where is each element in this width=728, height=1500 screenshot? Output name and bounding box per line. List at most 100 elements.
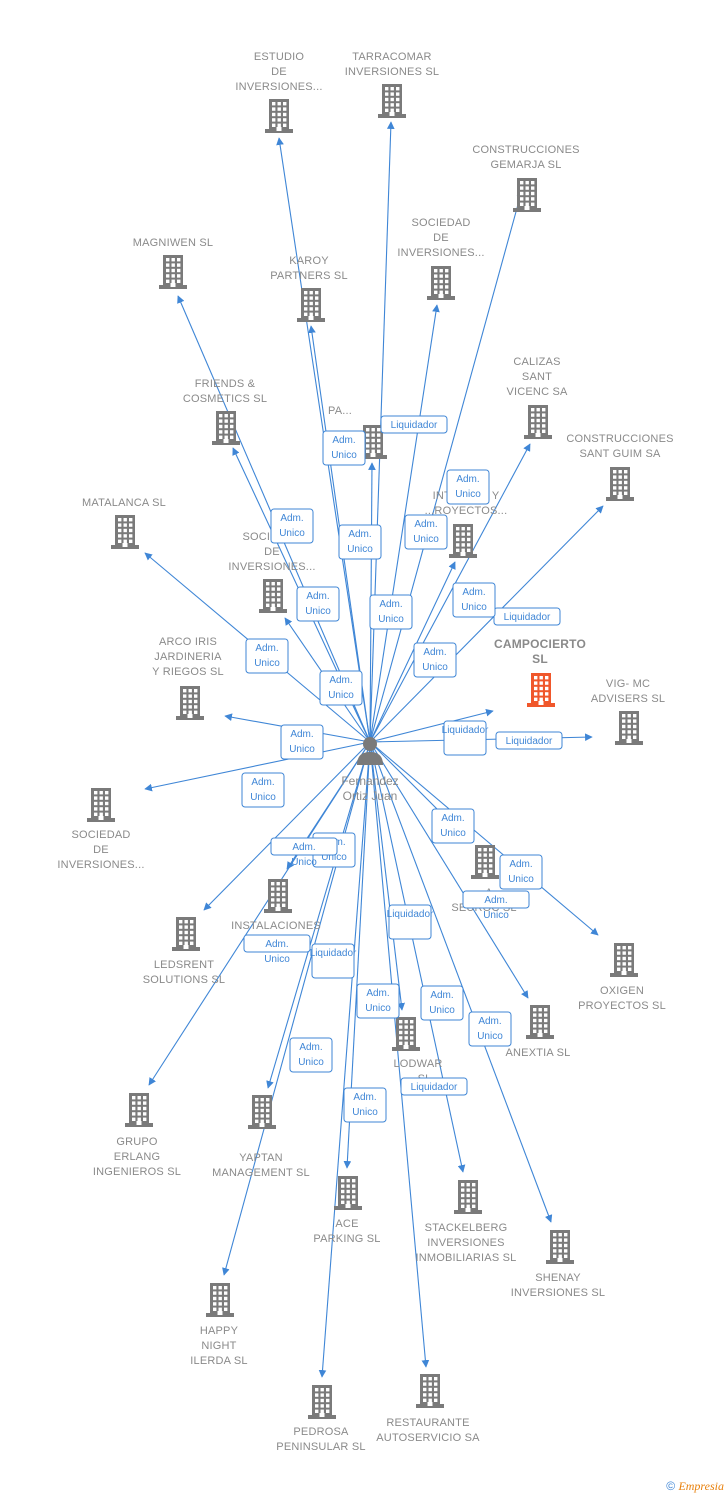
role-badge-liquidador: Liquidador xyxy=(442,720,489,756)
badge-text: Adm. xyxy=(299,1042,322,1053)
badges: Adm.UnicoLiquidadorAdm.UnicoAdm.UnicoAdm… xyxy=(241,415,563,1123)
node-label-line: INSTALACIONES xyxy=(231,920,321,932)
badge-text: Unico xyxy=(461,602,487,613)
badge-text: Liquidador xyxy=(310,948,357,959)
edge-to-construcciones-sant-guim xyxy=(369,505,604,743)
node-anextia[interactable]: ANEXTIA SL xyxy=(506,1005,571,1059)
badge-text: Unico xyxy=(483,910,509,921)
badge-text: Adm. xyxy=(280,513,303,524)
node-estudio-inversiones[interactable]: ESTUDIODEINVERSIONES... xyxy=(235,51,322,133)
node-sociedad-inversiones-left[interactable]: SOCIEDADDEINVERSIONES... xyxy=(57,788,144,871)
node-friends-cosmetics[interactable]: FRIENDS &COSMETICS SL xyxy=(183,378,267,445)
badge-text: Adm. xyxy=(478,1016,501,1027)
badge-text: Unico xyxy=(264,954,290,965)
badge-text: Unico xyxy=(365,1003,391,1014)
building-icon xyxy=(87,788,115,822)
building-icon xyxy=(264,879,292,913)
badge-text: Unico xyxy=(289,744,315,755)
badge-text: Unico xyxy=(298,1057,324,1068)
building-icon xyxy=(378,84,406,118)
node-label-line: LEDSRENT xyxy=(154,959,214,971)
badge-text: Liquidador xyxy=(442,725,489,736)
node-label-line: Y RIEGOS SL xyxy=(152,666,224,678)
node-label-line: NIGHT xyxy=(201,1340,236,1352)
role-badge-adm-unico: Adm. Unico xyxy=(343,1087,387,1123)
node-ledsrent[interactable]: LEDSRENT SOLUTIONS SL xyxy=(143,917,225,986)
node-label-line: ACE xyxy=(335,1218,358,1230)
building-icon xyxy=(111,515,139,549)
node-label-line: SANT xyxy=(522,371,552,383)
node-label-line: TARRACOMAR xyxy=(352,51,431,63)
badge-text: Adm. xyxy=(353,1092,376,1103)
node-label-line: FRIENDS & xyxy=(195,378,256,390)
building-icon xyxy=(454,1180,482,1214)
node-label-line: ERLANG xyxy=(114,1151,160,1163)
badge-text: Unico xyxy=(508,874,534,885)
badge-text: Adm. xyxy=(441,813,464,824)
badge-text: Adm. xyxy=(290,729,313,740)
role-badge-adm-unico: Adm.Unico xyxy=(319,670,363,706)
role-badge-adm-unico: Adm. Unico xyxy=(499,854,543,890)
role-badge-adm-unico: Adm.Unico xyxy=(369,594,413,630)
edge-to-yaptan xyxy=(266,741,371,1089)
node-label-line: HAPPY xyxy=(200,1325,239,1337)
building-icon xyxy=(308,1385,336,1419)
building-icon xyxy=(334,1176,362,1210)
role-badge-adm-unico: Adm.Unico xyxy=(338,524,382,560)
node-label-line: DE xyxy=(93,844,109,856)
badge-text: Adm. xyxy=(265,939,288,950)
building-icon xyxy=(206,1283,234,1317)
badge-text: Adm. xyxy=(379,599,402,610)
node-magniwen[interactable]: MAGNIWEN SL xyxy=(133,237,213,289)
building-icon xyxy=(212,411,240,445)
node-label-line: SOCIEDAD xyxy=(411,217,470,229)
badge-text: Adm. xyxy=(509,859,532,870)
badge-text: Liquidador xyxy=(391,420,438,431)
badge-text: Unico xyxy=(352,1107,378,1118)
building-icon xyxy=(526,1005,554,1039)
node-pa[interactable]: PA... xyxy=(328,405,387,459)
badge-text: Unico xyxy=(254,658,280,669)
role-badge-adm-unico: Adm.Unico xyxy=(270,837,338,868)
node-label-line: PROYECTOS SL xyxy=(578,1000,666,1012)
role-badge-adm-unico: Adm.Unico xyxy=(413,642,457,678)
badge-text: Adm. xyxy=(329,675,352,686)
person-name-line: Ortiz Juan xyxy=(343,789,398,803)
building-icon xyxy=(416,1374,444,1408)
node-label-line: INVERSIONES xyxy=(427,1237,504,1249)
role-badge-liquidador: Liquidador xyxy=(387,904,434,940)
footer-brand[interactable]: © Empresia xyxy=(666,1479,724,1494)
node-oxigen[interactable]: OXIGEN PROYECTOS SL xyxy=(578,943,666,1012)
building-icon xyxy=(546,1230,574,1264)
node-label-line: ...ROYECTOS... xyxy=(425,505,508,517)
node-label-line: SOLUTIONS SL xyxy=(143,974,225,986)
role-badge-adm-unico: Adm.Unico xyxy=(452,582,496,618)
building-icon xyxy=(159,255,187,289)
node-label-line: PA... xyxy=(328,405,352,417)
edge-to-stackelberg xyxy=(369,741,466,1173)
node-matalanca[interactable]: MATALANCA SL xyxy=(82,497,166,549)
node-label-line: AUTOSERVICIO SA xyxy=(376,1432,480,1444)
node-sociedad-inversiones-top[interactable]: SOCIEDADDEINVERSIONES... xyxy=(397,217,484,300)
role-badge-adm-unico: Adm.Unico xyxy=(245,638,289,674)
badge-text: Unico xyxy=(305,606,331,617)
node-label-line: OXIGEN xyxy=(600,985,644,997)
